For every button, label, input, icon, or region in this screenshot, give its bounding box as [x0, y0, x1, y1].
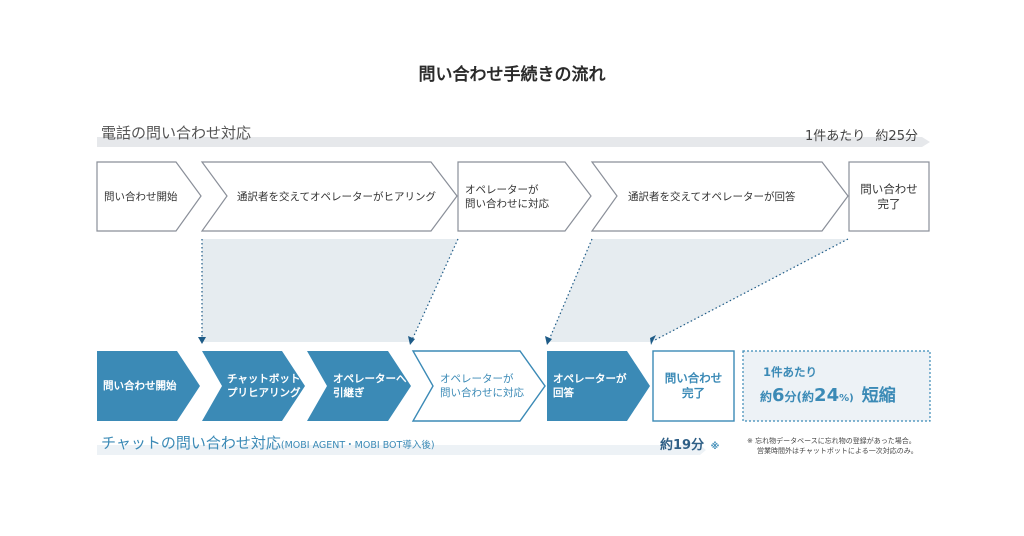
chat-time-value: 約19分 [660, 438, 705, 453]
chat-heading-main: チャットの問い合わせ対応 [101, 434, 281, 452]
chat-time: 約19分 ※ [660, 434, 719, 453]
connector-arrowhead-1 [198, 337, 206, 344]
result-suffix: 短縮 [861, 386, 896, 406]
result-minutes: 6 [772, 385, 785, 406]
phone-step-5-label: 問い合わせ 完了 [860, 182, 918, 211]
chat-heading: チャットの問い合わせ対応(MOBI AGENT・MOBI BOT導入後) [101, 432, 435, 453]
chat-heading-suffix: (MOBI AGENT・MOBI BOT導入後) [280, 440, 435, 451]
phone-step-1 [96, 161, 202, 232]
result-mid: 分(約 [784, 390, 815, 404]
chat-step-3 [307, 351, 411, 421]
result-percent: 24 [814, 385, 840, 406]
footnote-line2: 営業時間外はチャットボットによる一次対応のみ。 [757, 447, 918, 455]
result-percent-unit: %) [839, 393, 854, 404]
result-line1: 1件あたり [763, 365, 818, 379]
chat-step-5 [547, 351, 650, 421]
chat-step-2-label: チャットボットで プリヒアリング [227, 373, 311, 399]
chat-time-mark: ※ [710, 442, 720, 452]
chat-step-2 [202, 351, 305, 421]
chat-step-6 [652, 350, 735, 422]
chat-step-1 [97, 351, 200, 421]
projection-area-2 [548, 239, 848, 342]
phone-time: 1件あたり 約25分 [805, 125, 918, 144]
connector-line-2 [411, 238, 459, 341]
connector-arrowhead-4 [650, 335, 656, 345]
chat-band-arrow [97, 445, 706, 455]
page-title: 問い合わせ手続きの流れ [418, 65, 606, 85]
phone-step-1-label: 問い合わせ開始 [104, 191, 178, 203]
chat-step-6-label: 問い合わせ 完了 [664, 371, 723, 400]
footnote-line1: ※ 忘れ物データベースに忘れ物の登録があった場合。 [747, 437, 916, 445]
phone-step-3 [457, 161, 592, 232]
phone-step-2 [200, 161, 458, 232]
projection-area-1 [202, 239, 458, 342]
phone-step-5 [848, 161, 930, 232]
connector-line-4 [654, 238, 849, 341]
phone-step-3-label: オペレーターが 問い合わせに対応 [465, 184, 549, 210]
connector-arrowhead-2 [408, 336, 415, 345]
chat-step-1-label: 問い合わせ開始 [103, 380, 177, 392]
phone-band-arrow [97, 137, 930, 147]
result-box [742, 350, 931, 422]
phone-heading: 電話の問い合わせ対応 [101, 124, 252, 142]
connector-arrowhead-3 [545, 336, 552, 345]
chat-step-3-label: オペレーターへ 引継ぎ [333, 373, 407, 399]
chat-step-4 [411, 350, 546, 422]
phone-time-label: 1件あたり [805, 129, 866, 144]
phone-step-4 [590, 161, 849, 232]
chat-step-4-label: オペレーターが 問い合わせに対応 [440, 373, 524, 399]
chat-step-5-label: オペレーターが 回答 [553, 373, 627, 399]
phone-step-2-label: 通訳者を交えてオペレーターがヒアリング [237, 191, 436, 203]
result-line2: 約6分(約24%) 短縮 [760, 381, 896, 406]
phone-step-4-label: 通訳者を交えてオペレーターが回答 [628, 191, 796, 203]
result-prefix: 約 [760, 390, 773, 404]
phone-time-value: 約25分 [875, 129, 918, 144]
